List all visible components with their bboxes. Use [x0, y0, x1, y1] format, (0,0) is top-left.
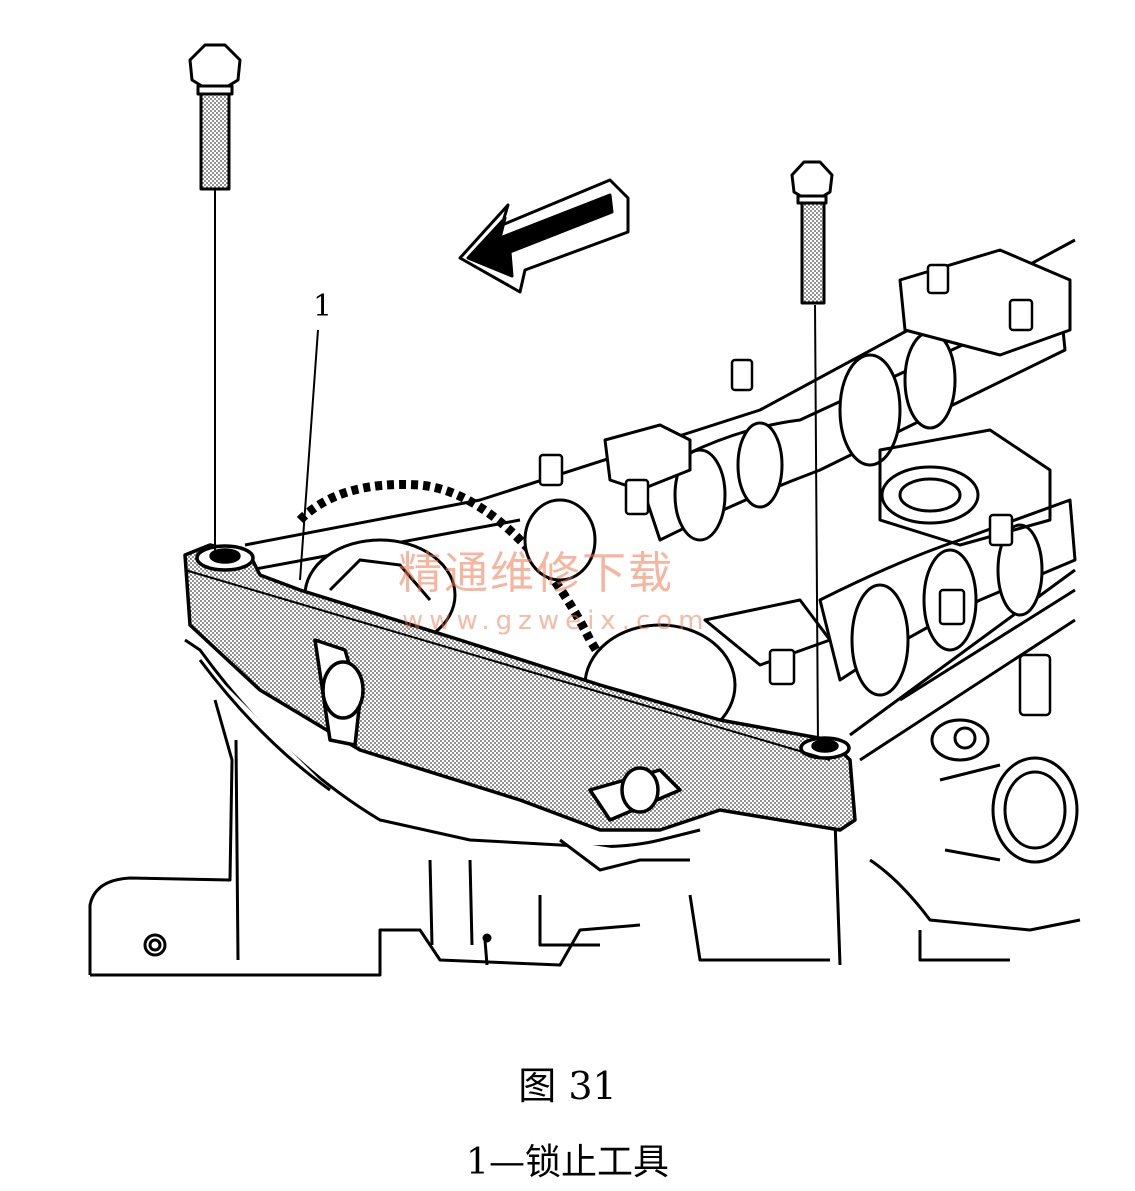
right-bolt	[790, 160, 834, 746]
engine-diagram	[88, 43, 1081, 977]
head-bolts	[538, 263, 1052, 717]
locking-tool	[183, 543, 857, 832]
left-bolt	[188, 43, 242, 550]
engine-block	[88, 699, 1081, 977]
direction-arrow-icon	[458, 178, 630, 294]
bearing-caps	[603, 248, 1072, 667]
watermark-url: www.gzweix.com	[402, 606, 710, 636]
figure-title: 图 31	[518, 1064, 617, 1108]
watermark-text: 精通维修下载	[398, 548, 674, 599]
water-pump	[930, 718, 1079, 864]
callout-leader-line	[299, 329, 319, 581]
callout-label: 1	[313, 289, 333, 324]
figure-caption: 1—锁止工具	[466, 1142, 669, 1183]
